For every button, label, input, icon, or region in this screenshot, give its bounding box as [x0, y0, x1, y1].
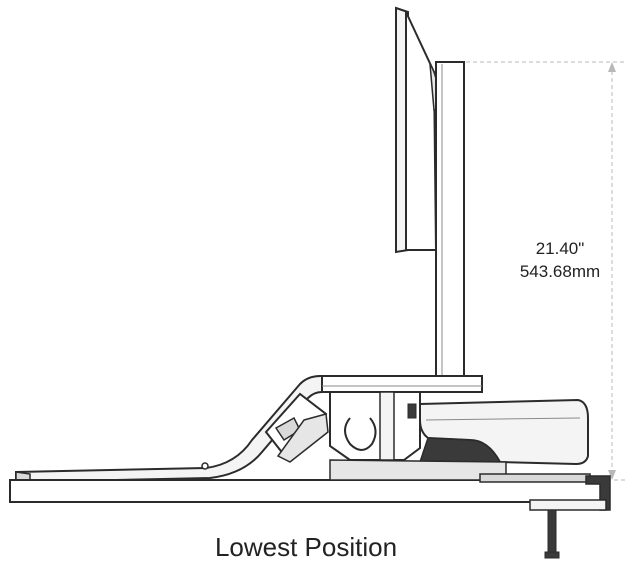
monitor-back [405, 11, 438, 251]
clamp-lower-plate [529, 499, 607, 511]
height-dimension: 21.40" 543.68mm [466, 61, 625, 481]
desk-clamp [529, 475, 611, 559]
monitor [395, 6, 440, 254]
caption-label: Lowest Position [215, 532, 397, 562]
dimension-arrowhead-bottom [608, 470, 616, 480]
housing-body [419, 398, 589, 466]
dimension-inches-label: 21.40" [536, 239, 585, 258]
lift-housing [418, 398, 589, 466]
dimension-mm-label: 543.68mm [520, 262, 600, 281]
hinge-clamp [276, 413, 329, 463]
lift-mechanism [329, 391, 421, 461]
tray-knob [201, 462, 209, 470]
mechanism-spring [344, 417, 377, 451]
desk-mount-plate [479, 473, 591, 483]
mechanism-post [379, 391, 395, 461]
dimension-arrowhead-top [608, 62, 616, 72]
mechanism-bolt [407, 403, 417, 419]
clamp-screw-cap [544, 551, 560, 559]
clamp-screw [547, 509, 557, 555]
desk-top [9, 479, 607, 503]
housing-seam [425, 417, 581, 421]
work-surface-top [321, 375, 483, 393]
mast-column [435, 61, 465, 379]
